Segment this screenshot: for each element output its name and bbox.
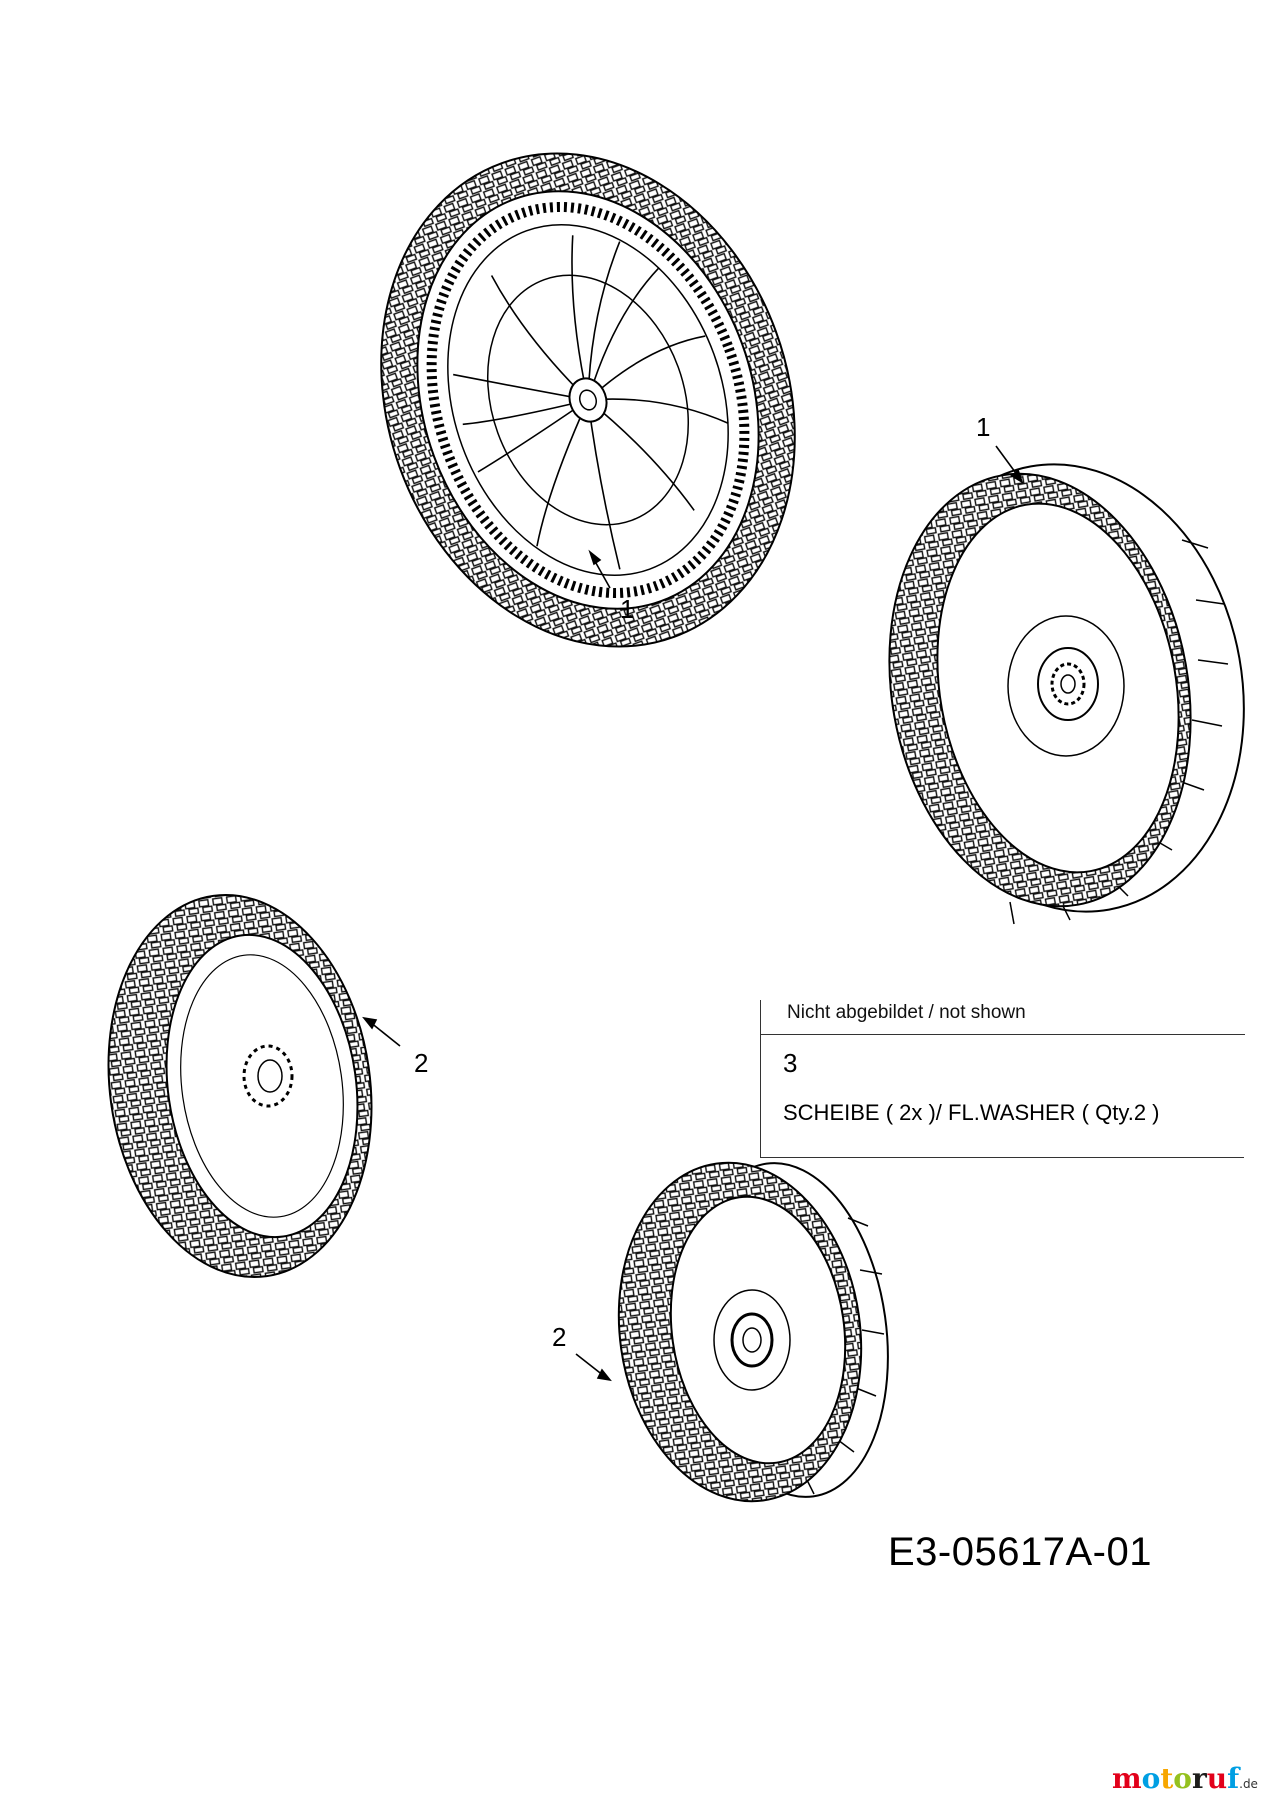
- not-shown-header: Nicht abgebildet / not shown: [787, 1002, 1026, 1023]
- motoruf-logo-letter: o: [1141, 1762, 1161, 1795]
- wheel-1-outer-side: [888, 463, 1245, 925]
- leader-line-1b: [995, 445, 1019, 477]
- motoruf-logo-letter: t: [1160, 1762, 1174, 1795]
- callout-1-front-gear: 1: [620, 594, 635, 624]
- leader-line-2a: [369, 1021, 401, 1047]
- motoruf-logo-letter: u: [1206, 1762, 1228, 1795]
- motoruf-logo-letter: r: [1191, 1762, 1207, 1795]
- leader-lines: [362, 445, 1024, 1382]
- not-shown-divider: [761, 1034, 1245, 1035]
- motoruf-logo: motoruf.de: [1112, 1762, 1258, 1795]
- motoruf-logo-letter: f: [1227, 1762, 1240, 1795]
- wheel-2-hub-side: [107, 894, 373, 1278]
- not-shown-item-description: SCHEIBE ( 2x )/ FL.WASHER ( Qty.2 ): [783, 1100, 1160, 1125]
- wheel-1-gear-side: [380, 152, 796, 648]
- not-shown-item-number: 3: [783, 1048, 798, 1078]
- leader-line-2b: [575, 1353, 605, 1377]
- motoruf-logo-suffix: .de: [1239, 1777, 1258, 1791]
- callout-2-rear-hub: 2: [414, 1048, 429, 1078]
- drawing-id: E3-05617A-01: [888, 1530, 1152, 1574]
- callout-2-rear-outer: 2: [552, 1322, 567, 1352]
- not-shown-table: Nicht abgebildet / not shown 3 SCHEIBE (…: [760, 1000, 1245, 1158]
- motoruf-logo-letter: o: [1173, 1762, 1192, 1795]
- wheel-2-outer-side: [617, 1161, 889, 1503]
- callout-1-front-outer: 1: [976, 412, 991, 442]
- motoruf-logo-text: motoruf: [1112, 1762, 1239, 1795]
- motoruf-logo-letter: m: [1112, 1762, 1142, 1795]
